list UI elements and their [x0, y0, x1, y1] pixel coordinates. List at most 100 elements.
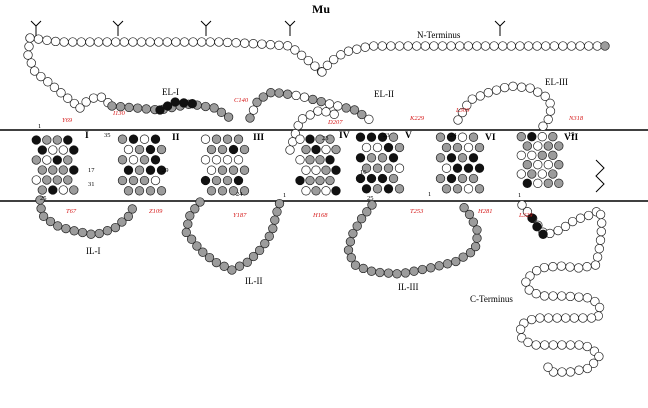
- mutation-y69: Y69: [62, 117, 73, 124]
- glycosylation-site-icon: [284, 20, 296, 36]
- residue: [325, 175, 335, 186]
- residue: [521, 277, 531, 287]
- residue: [457, 173, 468, 184]
- residue: [352, 221, 362, 231]
- residue: [102, 37, 112, 47]
- residue: [200, 134, 211, 144]
- residue: [56, 88, 66, 98]
- residue: [383, 142, 394, 153]
- residue: [543, 362, 553, 372]
- residue: [435, 153, 446, 163]
- residue: [545, 106, 556, 116]
- residue: [325, 155, 335, 165]
- residue: [367, 200, 377, 210]
- position-number: 1: [283, 192, 286, 199]
- residue: [274, 198, 285, 209]
- residue: [301, 186, 311, 196]
- residue: [472, 225, 482, 235]
- residue: [462, 100, 472, 110]
- residue: [583, 210, 594, 221]
- residue: [329, 109, 339, 119]
- residue: [228, 186, 239, 196]
- residue: [58, 145, 68, 155]
- residue: [516, 82, 527, 92]
- residue: [93, 37, 104, 47]
- residue: [252, 97, 262, 107]
- residue: [222, 134, 233, 144]
- residue: [474, 163, 485, 173]
- mutation-y187: Y187: [233, 212, 247, 219]
- residue: [457, 132, 468, 142]
- residue: [321, 144, 331, 155]
- residue: [200, 175, 211, 186]
- residue: [313, 106, 323, 116]
- residue: [525, 83, 535, 93]
- residue: [489, 41, 499, 51]
- residue: [200, 155, 211, 165]
- residue: [543, 178, 553, 188]
- mutation-c140: C140: [234, 97, 249, 104]
- residue: [317, 67, 327, 77]
- position-number: 16: [360, 169, 367, 176]
- residue: [557, 291, 567, 301]
- residue: [527, 169, 537, 179]
- residue: [352, 44, 362, 54]
- residue: [42, 175, 52, 185]
- residue: [540, 91, 550, 101]
- residue: [523, 41, 534, 51]
- residue: [272, 207, 282, 217]
- residue: [23, 50, 33, 60]
- glycosylation-site-icon: [494, 20, 506, 36]
- residue: [42, 35, 52, 45]
- residue: [179, 98, 189, 108]
- residue: [192, 241, 202, 251]
- residue: [128, 37, 138, 47]
- residue: [211, 155, 222, 165]
- residue: [377, 132, 388, 142]
- residue: [595, 235, 606, 245]
- residue: [31, 135, 41, 145]
- residue: [265, 40, 276, 50]
- residue: [383, 268, 394, 278]
- il3-label: IL-III: [398, 282, 418, 292]
- residue: [446, 41, 456, 51]
- mutation-l309: L309: [455, 107, 470, 114]
- residue: [458, 252, 468, 262]
- residue: [470, 241, 481, 252]
- position-number: 23: [383, 132, 390, 139]
- residue: [557, 340, 567, 350]
- residue: [556, 261, 567, 271]
- n-terminus-label: N-Terminus: [417, 30, 461, 40]
- residue: [480, 41, 491, 51]
- residue: [483, 88, 493, 98]
- position-number: 35: [104, 132, 111, 139]
- residue: [491, 85, 502, 95]
- residue: [400, 268, 411, 278]
- residue: [463, 184, 474, 194]
- residue: [219, 261, 229, 271]
- residue: [305, 155, 315, 165]
- residue: [136, 37, 147, 47]
- residue: [565, 291, 575, 302]
- residue: [69, 226, 79, 236]
- residue: [537, 150, 547, 160]
- residue: [575, 41, 585, 51]
- residue: [548, 340, 558, 350]
- residue: [63, 175, 73, 185]
- residue: [239, 165, 250, 175]
- residue: [369, 41, 379, 51]
- residue: [245, 113, 255, 123]
- residue: [216, 107, 227, 117]
- residue: [195, 197, 205, 207]
- residue: [242, 257, 252, 267]
- residue: [76, 37, 86, 47]
- position-number: 25: [367, 195, 374, 202]
- residue: [305, 110, 315, 120]
- residue: [426, 263, 436, 273]
- residue: [331, 165, 341, 175]
- residue: [111, 37, 121, 47]
- residue: [260, 238, 270, 249]
- residue: [31, 175, 41, 185]
- position-number: 17: [88, 167, 95, 174]
- residue: [222, 37, 233, 48]
